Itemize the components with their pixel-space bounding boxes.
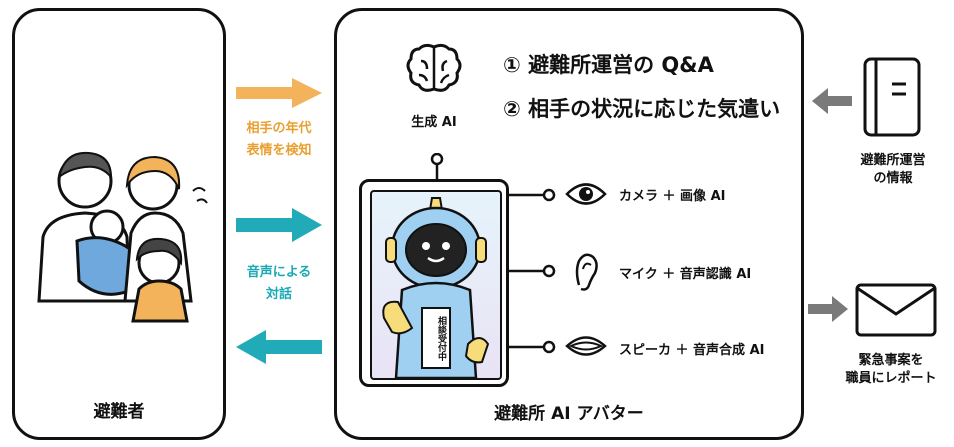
eye-icon — [565, 183, 607, 205]
evacuee-panel: 避難者 — [12, 8, 226, 440]
family-illustration — [37, 151, 208, 323]
sensor-connectors — [507, 188, 556, 354]
dialogue-label: 音声による 対話 — [246, 265, 312, 302]
arrow-left-teal — [236, 330, 322, 364]
arrow-right-gray — [808, 296, 848, 322]
consultation-sign: 相談受付中 — [436, 316, 446, 361]
arrow-right-orange — [236, 78, 322, 108]
book-icon — [863, 57, 921, 137]
arrow-left-gray — [812, 88, 852, 114]
sensor-mic-label: マイク ＋ 音声認識 AI — [619, 267, 752, 282]
avatar-device: 相談受付中 — [359, 179, 509, 387]
avatar-screen: 相談受付中 — [370, 190, 502, 380]
feature-care: ② 相手の状況に応じた気遣い — [503, 97, 781, 121]
robot-avatar — [382, 197, 490, 378]
detect-label: 相手の年代 表情を検知 — [246, 121, 312, 158]
sensor-speaker-label: スピーカ ＋ 音声合成 AI — [619, 343, 765, 358]
sensor-camera-label: カメラ ＋ 画像 AI — [619, 189, 726, 204]
ai-label: 生成 AI — [411, 115, 457, 130]
evacuee-label: 避難者 — [93, 402, 145, 422]
info-label: 避難所運営 の情報 — [860, 153, 926, 186]
feature-qa: ① 避難所運営の Q&A — [503, 53, 714, 77]
mouth-icon — [565, 336, 607, 356]
envelope-icon — [855, 283, 937, 337]
ear-icon — [575, 253, 598, 291]
avatar-panel: 生成 AI ① 避難所運営の Q&A ② 相手の状況に応じた気遣い — [334, 8, 804, 440]
report-label: 緊急事案を 職員にレポート — [845, 353, 937, 386]
antenna — [430, 153, 444, 181]
avatar-label: 避難所 AI アバター — [494, 404, 644, 424]
brain-icon — [406, 43, 462, 92]
arrow-right-teal — [236, 208, 322, 242]
